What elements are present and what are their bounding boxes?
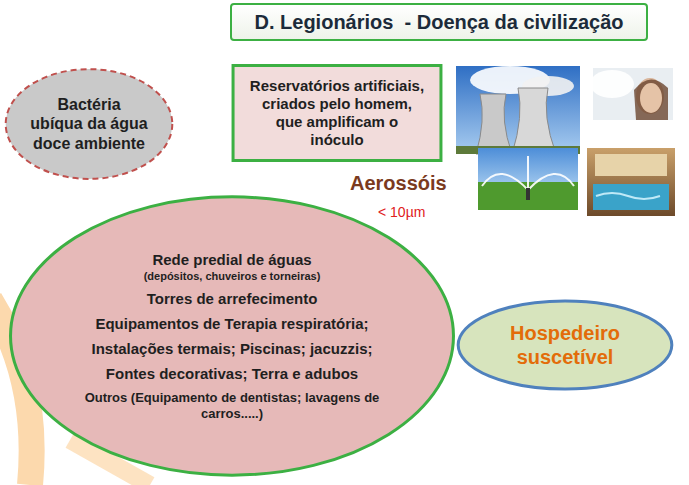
title: D. Legionários - Doença da civilização xyxy=(255,11,624,34)
node-text: Rede predial de águas xyxy=(152,251,311,269)
node-content: Reservatórios artificiais, criados pelo … xyxy=(232,65,442,161)
cooling-tower-photo xyxy=(456,66,580,154)
node-text: (depósitos, chuveiros e torneiras) xyxy=(144,270,321,283)
node-text: Equipamentos de Terapia respiratória; xyxy=(95,315,368,333)
node-content: Bactéria ubíqua da água doce ambiente xyxy=(4,68,174,180)
outline xyxy=(11,197,454,475)
node-text: Hospedeiro suscetível xyxy=(490,321,640,369)
pool-photo xyxy=(587,148,675,216)
node-text: Reservatórios artificiais, criados pelo … xyxy=(247,77,427,149)
outline xyxy=(233,65,441,160)
size-label: < 10µm xyxy=(378,204,425,220)
node-text: Instalações termais; Piscinas; jacuzzis; xyxy=(92,340,373,358)
steam-photo xyxy=(590,68,673,120)
source-ellipse: Bactéria ubíqua da água doce ambiente xyxy=(4,68,174,180)
node-text: Outros (Equipamento de dentistas; lavage… xyxy=(82,390,382,421)
title-box: D. Legionários - Doença da civilização xyxy=(230,3,648,41)
node-text: Torres de arrefecimento xyxy=(147,290,318,308)
node-text: Bactéria ubíqua da água doce ambiente xyxy=(29,95,149,153)
sources-ellipse: Rede predial de águas(depósitos, chuveir… xyxy=(6,194,458,478)
sprinkler-photo xyxy=(478,148,578,210)
shape-outline xyxy=(6,194,458,478)
reservoir-box: Reservatórios artificiais, criados pelo … xyxy=(232,65,442,161)
node-content: Hospedeiro suscetível xyxy=(456,300,674,390)
shape-outline xyxy=(456,300,674,390)
aerosol-label: Aerossóis xyxy=(350,172,447,195)
node-content: Rede predial de águas(depósitos, chuveir… xyxy=(6,194,458,478)
outline xyxy=(6,69,173,179)
node-text: Fontes decorativas; Terra e adubos xyxy=(106,365,358,383)
outline xyxy=(458,301,672,389)
host-ellipse: Hospedeiro suscetível xyxy=(456,300,674,390)
